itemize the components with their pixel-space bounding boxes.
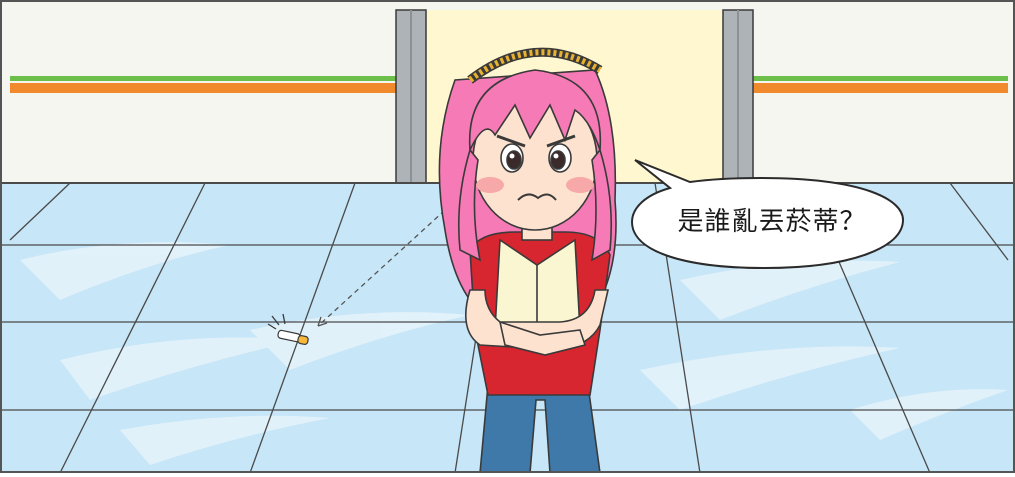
wall-stripe-green-left [10,76,396,81]
wall-stripe-orange-left [10,83,396,93]
frown-mouth [517,193,557,201]
wall-stripe-orange-right [753,83,1008,93]
speech-bubble [630,159,905,270]
cigarette-butt [267,313,309,345]
girl-character [438,47,617,474]
wall-stripe-green-right [753,76,1008,81]
hair-front [468,69,602,154]
speech-text: 是誰亂丟菸蒂？ [677,206,867,237]
